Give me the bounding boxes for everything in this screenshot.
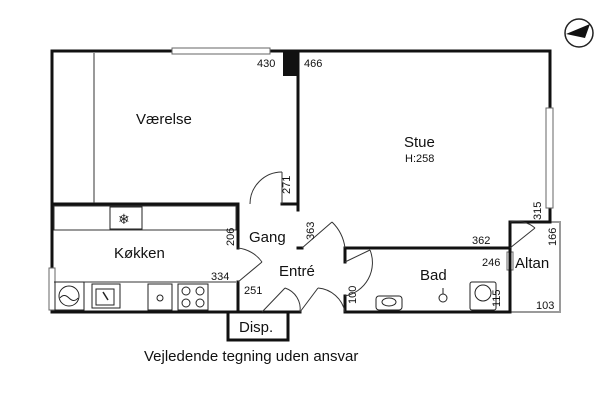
room-label-disp: Disp. [239,319,273,336]
window-stue [545,107,554,209]
dim-100: 100 [347,286,359,304]
compass-north-icon: N [564,18,594,48]
interior-walls [50,49,552,342]
stue-ceiling-height: H:258 [405,153,434,165]
dim-246: 246 [482,257,500,269]
dim-362: 362 [472,235,490,247]
dim-166: 166 [547,228,559,246]
dim-430: 430 [257,58,275,70]
kitchen-fixtures [54,206,209,311]
dim-115: 115 [491,289,503,307]
bathroom-fixtures [375,281,497,311]
room-label-vaerelse: Værelse [136,111,192,128]
compass-letter: N [580,29,586,38]
fan-icon: ❄ [118,212,130,228]
room-label-altan: Altan [515,255,549,272]
dim-206: 206 [225,228,237,246]
door-swings [237,171,536,313]
dim-466: 466 [304,58,322,70]
dim-315: 315 [532,202,544,220]
room-label-bad: Bad [420,267,447,284]
dim-103: 103 [536,300,554,312]
dim-271: 271 [281,176,293,194]
room-label-stue: Stue [404,134,435,151]
dim-251: 251 [244,285,262,297]
disclaimer-text: Vejledende tegning uden ansvar [144,348,358,365]
chimney [283,51,298,76]
window-vaerelse [171,47,271,55]
dim-363: 363 [305,222,317,240]
upper-cabinet [53,205,237,231]
room-label-koekken: Køkken [114,245,165,262]
room-label-gang: Gang [249,229,286,246]
room-label-entre: Entré [279,263,315,280]
window-koekken [48,267,56,311]
dim-334: 334 [211,271,229,283]
